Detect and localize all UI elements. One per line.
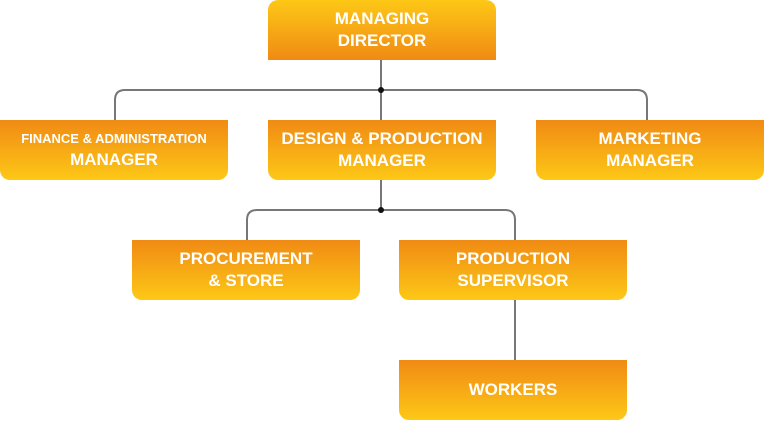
node-title: MANAGING: [334, 9, 430, 28]
node-title: SUPERVISOR: [457, 271, 569, 290]
node-title: MANAGER: [606, 151, 694, 170]
node-title: FINANCE & ADMINISTRATION: [21, 131, 207, 146]
node-title: WORKERS: [468, 380, 558, 399]
junction-dot: [378, 87, 384, 93]
node-title: PROCUREMENT: [179, 249, 313, 268]
node-workers: WORKERS: [399, 360, 627, 420]
node-procurement-store: PROCUREMENT & STORE: [132, 240, 360, 300]
node-title: MANAGER: [70, 150, 158, 169]
node-title: PRODUCTION: [455, 249, 571, 268]
node-production-supervisor: PRODUCTION SUPERVISOR: [399, 240, 627, 300]
node-finance-manager: FINANCE & ADMINISTRATION MANAGER: [0, 120, 228, 180]
node-title: DESIGN & PRODUCTION: [281, 129, 483, 148]
node-marketing-manager: MARKETING MANAGER: [536, 120, 764, 180]
connector-level3: [246, 209, 516, 240]
node-managing-director: MANAGING DIRECTOR: [268, 0, 496, 60]
junction-dot: [378, 207, 384, 213]
node-title: & STORE: [208, 271, 284, 290]
node-title: MARKETING: [598, 129, 702, 148]
node-design-production-manager: DESIGN & PRODUCTION MANAGER: [268, 120, 496, 180]
node-title: DIRECTOR: [337, 31, 427, 50]
node-title: MANAGER: [338, 151, 426, 170]
